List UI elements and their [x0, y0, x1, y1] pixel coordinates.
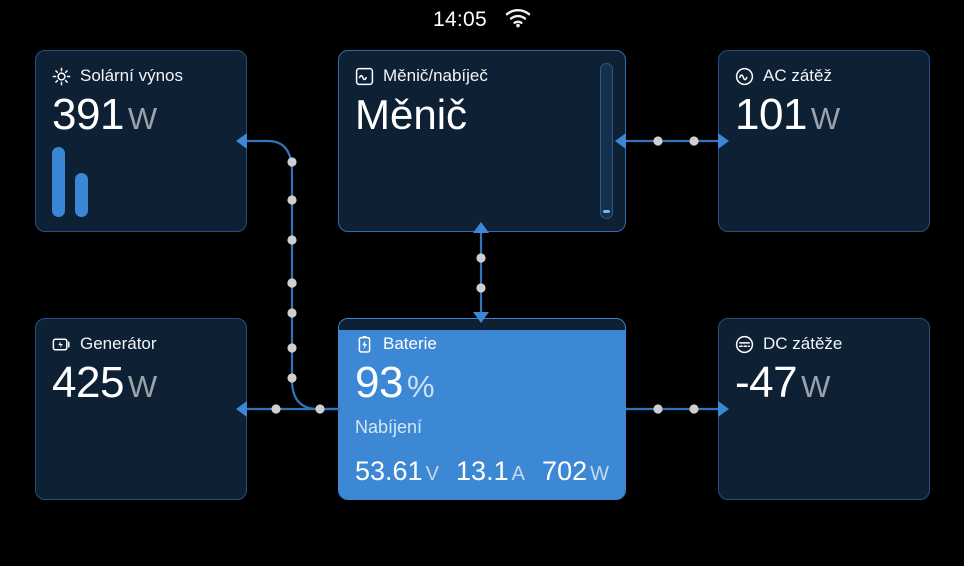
card-header: DC zátěže: [735, 333, 913, 355]
solar-bar-chart: [52, 147, 88, 217]
card-title: DC zátěže: [763, 334, 843, 353]
card-inverter-charger[interactable]: Měnič/nabíječ Měnič: [338, 50, 626, 232]
card-title: Generátor: [80, 334, 157, 353]
card-title: Baterie: [383, 334, 437, 353]
slider-knob[interactable]: [603, 210, 610, 213]
card-header: AC zátěž: [735, 65, 913, 87]
clock: 14:05: [432, 8, 488, 31]
battery-soc-value: 93%: [355, 358, 435, 407]
battery-power-unit: W: [590, 463, 609, 485]
wifi-icon: [505, 8, 531, 33]
dc-load-unit: W: [801, 369, 831, 404]
sun-icon: [52, 67, 71, 86]
battery-soc-unit: %: [406, 369, 435, 404]
dc-icon: [735, 335, 754, 354]
card-title: AC zátěž: [763, 66, 832, 85]
card-title: Solární výnos: [80, 66, 183, 85]
inverter-icon: [355, 67, 374, 86]
battery-voltage-unit: V: [425, 463, 439, 485]
ac-load-unit: W: [810, 101, 841, 136]
battery-soc-fill: [339, 329, 625, 499]
battery-empty-portion: [339, 319, 625, 332]
generator-icon: [52, 335, 71, 354]
battery-state: Nabíjení: [355, 417, 423, 437]
inverter-value: Měnič: [355, 91, 468, 138]
card-header: Solární výnos: [52, 65, 230, 87]
card-header: Generátor: [52, 333, 230, 355]
card-title: Měnič/nabíječ: [383, 66, 488, 85]
card-header: Baterie: [355, 333, 609, 355]
solar-bar-1: [52, 147, 65, 217]
solar-bar-2: [75, 173, 88, 217]
status-bar: 14:05: [0, 0, 964, 40]
solar-unit: W: [127, 101, 158, 136]
battery-charging-icon: [355, 335, 374, 354]
card-header: Měnič/nabíječ: [355, 65, 609, 87]
battery-current-unit: A: [511, 463, 525, 485]
inverter-limit-slider[interactable]: [600, 63, 613, 219]
ac-icon: [735, 67, 754, 86]
generator-unit: W: [127, 369, 158, 404]
